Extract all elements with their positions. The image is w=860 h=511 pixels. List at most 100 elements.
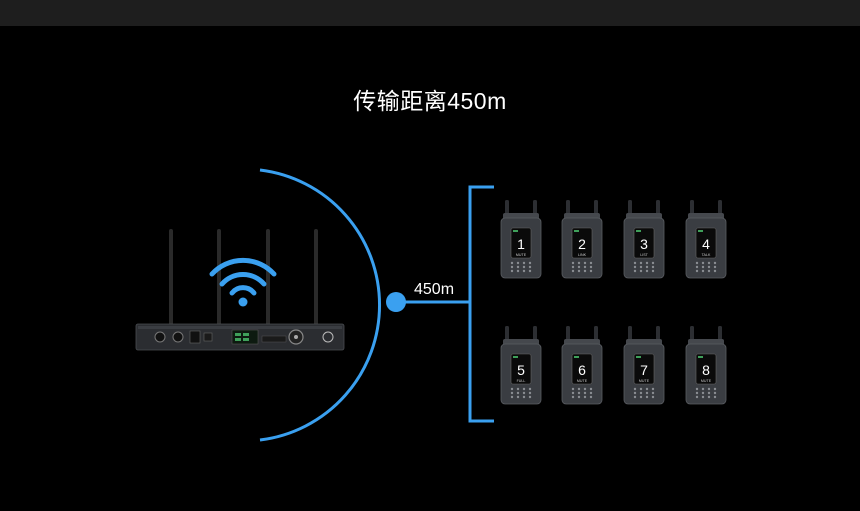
beltpack-button (707, 395, 711, 399)
antenna (217, 229, 221, 328)
beltpack-screen (510, 227, 532, 259)
beltpack-button (701, 391, 705, 395)
xlr-jack (172, 331, 184, 343)
antenna (314, 229, 318, 328)
beltpack-button (695, 395, 699, 399)
beltpack-button (583, 261, 587, 265)
beltpack-button (651, 391, 655, 395)
beltpack-button (639, 261, 643, 265)
top-bar (0, 0, 860, 26)
beltpack-mode: LINK (578, 253, 587, 257)
beltpack-button (571, 391, 575, 395)
beltpack-button (707, 269, 711, 273)
beltpack-screen (633, 227, 655, 259)
beltpack-button (645, 395, 649, 399)
logo-mark (322, 331, 334, 343)
beltpack-button (510, 395, 514, 399)
beltpack-button (651, 265, 655, 269)
beltpack-button (639, 265, 643, 269)
beltpack-antenna (594, 200, 598, 216)
beltpack-number: 1 (517, 236, 525, 252)
beltpack-antenna (505, 326, 509, 342)
beltpack-button (516, 395, 520, 399)
beltpack-button (510, 265, 514, 269)
beltpack-button (583, 395, 587, 399)
beltpack-antenna (690, 200, 694, 216)
beltpack-button (639, 269, 643, 273)
beltpack-button (528, 261, 532, 265)
beltpack-button (707, 265, 711, 269)
beltpack-button (571, 395, 575, 399)
beltpack-button (577, 387, 581, 391)
beltpack-button (528, 395, 532, 399)
beltpack-number: 3 (640, 236, 648, 252)
beltpack-antenna (533, 326, 537, 342)
beltpack-screen (695, 227, 717, 259)
beltpack-led (698, 356, 703, 358)
beltpack-button (528, 269, 532, 273)
page-title: 传输距离450m (353, 88, 507, 114)
beltpack-antenna (718, 326, 722, 342)
beltpack-button (577, 269, 581, 273)
distribution-bracket (468, 185, 494, 423)
beltpack-button (516, 269, 520, 273)
beltpack-mode: FULL (517, 379, 526, 383)
beltpack-mode: MUTE (577, 379, 588, 383)
beltpack-led (636, 230, 641, 232)
beltpack-mode: MUTE (701, 379, 712, 383)
distance-label: 450m (414, 281, 454, 298)
beltpack-button (583, 387, 587, 391)
beltpack-button (695, 387, 699, 391)
beltpack-button (701, 265, 705, 269)
beltpack-button (645, 261, 649, 265)
beltpack-button (577, 265, 581, 269)
beltpack-button (528, 391, 532, 395)
beltpack-antenna (656, 200, 660, 216)
beltpack-screen (510, 353, 532, 385)
beltpack-button (713, 395, 717, 399)
beltpack-button (577, 391, 581, 395)
beltpack-screen (633, 353, 655, 385)
beltpack-button (713, 269, 717, 273)
beltpack-antenna (566, 326, 570, 342)
beltpack-button (645, 269, 649, 273)
beltpack-mode: LIST (640, 253, 648, 257)
wifi-icon (209, 257, 277, 296)
beltpack-button (701, 261, 705, 265)
beltpack-button (633, 269, 637, 273)
beltpack-button (695, 269, 699, 273)
beltpack-button (639, 391, 643, 395)
beltpack-button (633, 265, 637, 269)
beltpack-button (633, 261, 637, 265)
beltpack-button (707, 261, 711, 265)
beltpack-button (510, 261, 514, 265)
beltpack-led (574, 356, 579, 358)
beltpack-button (522, 387, 526, 391)
wifi-icon-dot (238, 297, 248, 307)
beltpack-button (589, 391, 593, 395)
beltpack-screen (695, 353, 717, 385)
beltpack-mode: MUTE (516, 253, 527, 257)
beltpack-button (571, 261, 575, 265)
beltpack-button (589, 387, 593, 391)
beltpack-button (639, 387, 643, 391)
antenna (169, 229, 173, 328)
beltpack-button (695, 265, 699, 269)
beltpack-button (571, 269, 575, 273)
beltpack-button (633, 391, 637, 395)
beltpack-button (589, 261, 593, 265)
beltpack-button (589, 265, 593, 269)
xlr-jack (154, 331, 166, 343)
beltpack-button (633, 387, 637, 391)
beltpack-antenna (690, 326, 694, 342)
beltpack-number: 4 (702, 236, 710, 252)
beltpack-antenna (718, 200, 722, 216)
beltpack-button (516, 391, 520, 395)
beltpack-button (571, 265, 575, 269)
beltpack-button (571, 387, 575, 391)
beltpack-button (651, 261, 655, 265)
